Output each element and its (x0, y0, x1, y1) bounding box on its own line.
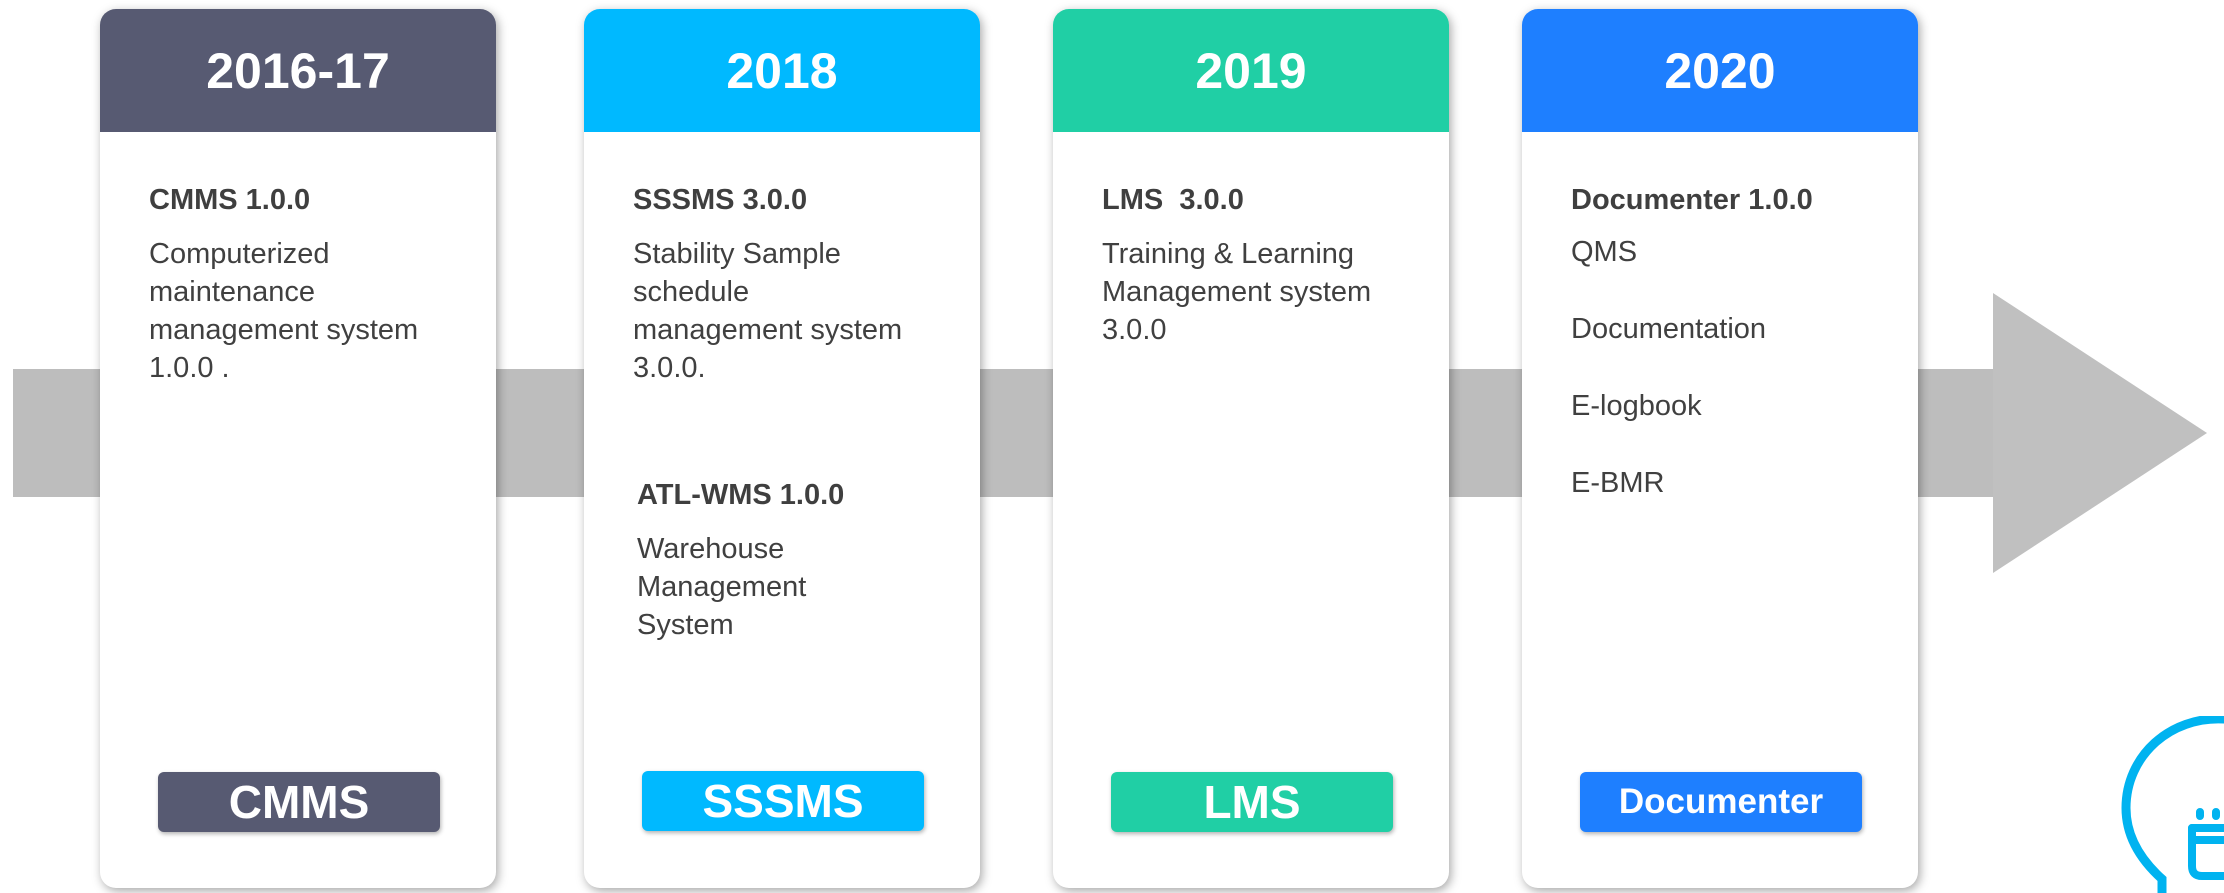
card-year: 2016-17 (206, 42, 390, 99)
module-item-e-bmr: E-BMR (1571, 467, 1665, 499)
product-title: Documenter 1.0.0 (1571, 184, 1813, 216)
product-entry: CMMS 1.0.0 Computerized maintenance mana… (149, 183, 469, 387)
card-year-header: 2016-17 (100, 9, 496, 132)
card-year-header: 2020 (1522, 9, 1918, 132)
product-badge-sssms: SSSMS (642, 771, 924, 831)
badge-label: CMMS (228, 776, 370, 828)
product-entry: SSSMS 3.0.0 Stability Sample schedule ma… (633, 183, 953, 387)
badge-label: SSSMS (702, 775, 864, 827)
timeline-arrow-head (1993, 293, 2207, 573)
badge-label: LMS (1203, 776, 1301, 828)
product-badge-documenter: Documenter (1580, 772, 1862, 832)
lightbulb-icon (2121, 716, 2224, 893)
module-item-e-logbook: E-logbook (1571, 390, 1702, 422)
card-year: 2018 (726, 42, 838, 99)
timeline-card-2020: 2020 Documenter 1.0.0 QMS Documentation … (1522, 9, 1918, 888)
product-description: Stability Sample schedule management sys… (633, 238, 903, 384)
product-badge-cmms: CMMS (158, 772, 440, 832)
product-title: SSSMS 3.0.0 (633, 184, 808, 216)
product-description: Warehouse Management System (637, 533, 807, 641)
product-title: LMS 3.0.0 (1102, 184, 1244, 216)
product-description: Computerized maintenance management syst… (149, 238, 419, 384)
card-year: 2019 (1195, 42, 1307, 99)
module-item-qms: QMS (1571, 236, 1638, 268)
product-entry: Documenter 1.0.0 QMS Documentation E-log… (1571, 183, 1891, 543)
module-item-documentation: Documentation (1571, 313, 1767, 345)
badge-label: Documenter (1618, 782, 1824, 821)
timeline-card-2019: 2019 LMS 3.0.0 Training & Learning Manag… (1053, 9, 1449, 888)
product-badge-lms: LMS (1111, 772, 1393, 832)
card-year: 2020 (1664, 42, 1776, 99)
timeline-card-2018: 2018 SSSMS 3.0.0 Stability Sample schedu… (584, 9, 980, 888)
product-entry: ATL-WMS 1.0.0 Warehouse Management Syste… (637, 478, 957, 644)
card-year-header: 2018 (584, 9, 980, 132)
product-description: Training & Learning Management system 3.… (1102, 238, 1372, 346)
timeline-card-2016-17: 2016-17 CMMS 1.0.0 Computerized maintena… (100, 9, 496, 888)
product-title: ATL-WMS 1.0.0 (637, 479, 845, 511)
product-title: CMMS 1.0.0 (149, 184, 311, 216)
card-year-header: 2019 (1053, 9, 1449, 132)
product-entry: LMS 3.0.0 Training & Learning Management… (1102, 183, 1422, 349)
